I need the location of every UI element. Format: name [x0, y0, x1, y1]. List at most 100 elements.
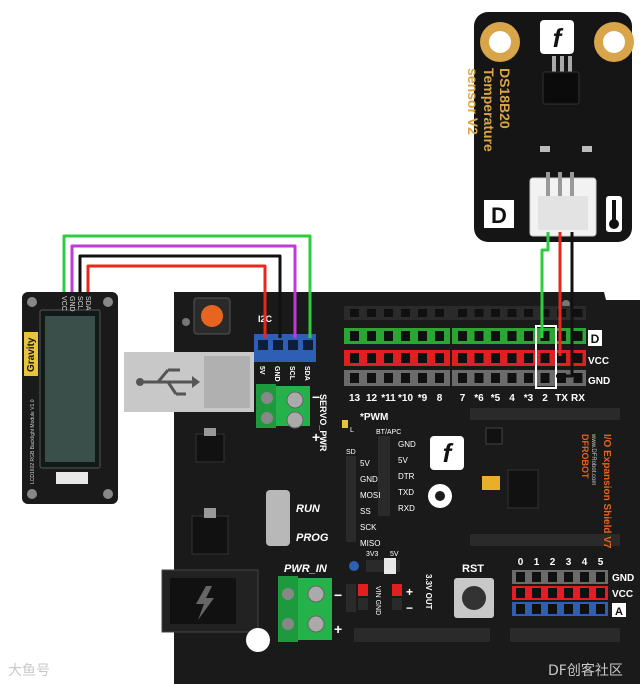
analog-port-label: A — [615, 606, 623, 618]
out-3v3-label: 3.3V OUT — [424, 574, 433, 610]
analog-pin-label: 2 — [550, 557, 556, 568]
servo-minus: − — [312, 389, 320, 405]
v3v3-label: 3V3 — [366, 551, 379, 558]
analog-row-signal — [512, 602, 608, 616]
digital-vcc-hole-11 — [540, 353, 550, 363]
bt-apc-label: BT/APC — [376, 429, 401, 436]
side-title: I/O Expansion Shield V7 — [601, 434, 612, 549]
digital-vcc-hole-2 — [384, 353, 393, 363]
digital-signal-hole-5 — [435, 331, 444, 341]
lcd1602-module: Gravity LCD1602 RGB Backlight Module V1.… — [22, 292, 118, 504]
digital-pin-label: 12 — [366, 393, 378, 404]
dfrobot-logo-icon — [540, 20, 574, 54]
digital-vcc-hole-9 — [507, 353, 517, 363]
analog-pin-label: 1 — [534, 557, 540, 568]
analog-vcc-hole-2 — [548, 588, 557, 598]
regulator-chip — [507, 469, 539, 509]
digital-socket-hole-4 — [418, 309, 427, 317]
digital-gnd-hole-6 — [458, 373, 467, 383]
capacitor — [482, 476, 500, 490]
digital-gnd-hole-7 — [474, 373, 484, 383]
digital-socket-hole-6 — [458, 309, 467, 317]
analog-port-badge — [612, 603, 626, 617]
analog-gnd-hole-3 — [564, 572, 573, 582]
analog-gnd-hole-2 — [548, 572, 557, 582]
lcd-brand-badge — [24, 332, 38, 376]
i2c-header — [254, 334, 316, 362]
sd-pin-ss: SS — [360, 507, 371, 516]
i2c-pin-scl: SCL — [288, 366, 295, 381]
digital-signal-hole-2 — [384, 331, 393, 341]
thermometer-icon — [606, 196, 622, 232]
digital-gnd-hole-3 — [401, 373, 410, 383]
digital-socket-hole-7 — [474, 309, 484, 317]
servo-power-terminal — [256, 384, 310, 429]
sd-header — [346, 456, 356, 542]
bt-pin-gnd: GND — [398, 440, 416, 449]
digital-gnd-hole-12 — [557, 373, 566, 383]
pwr-in-label: PWR_IN — [284, 563, 328, 575]
wire-sensor-signal — [540, 232, 550, 338]
digital-signal-hole-1 — [367, 331, 376, 341]
analog-pin-label: 3 — [566, 557, 572, 568]
digital-gnd-hole-10 — [524, 373, 533, 383]
digital-signal-hole-13 — [573, 331, 583, 341]
digital-signal-hole-0 — [350, 331, 359, 341]
i2c-pin-5v: 5V — [258, 366, 265, 375]
pwm-label: *PWM — [360, 412, 388, 423]
digital-vcc-hole-13 — [573, 353, 583, 363]
wire-lcd-scl — [70, 244, 297, 338]
i2c-pin-gnd: GND — [273, 366, 280, 382]
run-label: RUN — [296, 503, 321, 515]
voltage-regulator-2 — [191, 515, 229, 555]
digital-gnd-hole-4 — [418, 373, 427, 383]
analog-signal-hole-5 — [596, 604, 605, 614]
sd-pin-miso: MISO — [360, 539, 380, 548]
lower-socket-row — [470, 534, 620, 546]
i2c-pin-sda: SDA — [303, 366, 310, 381]
digital-pin-label: TX — [555, 393, 568, 404]
watermark-right: DF创客社区 — [548, 663, 623, 679]
digital-vcc-hole-8 — [491, 353, 500, 363]
wires — [62, 232, 574, 378]
shield-logo-icon — [430, 436, 464, 470]
analog-signal-hole-0 — [516, 604, 525, 614]
digital-vcc-hole-4 — [418, 353, 427, 363]
analog-gnd-hole-0 — [516, 572, 525, 582]
digital-signal-hole-3 — [401, 331, 410, 341]
digital-socket-hole-5 — [435, 309, 444, 317]
analog-signal-hole-1 — [532, 604, 541, 614]
digital-gnd-hole-9 — [507, 373, 517, 383]
digital-pin-label: *10 — [398, 393, 413, 404]
digital-row-vcc-right — [452, 350, 586, 366]
rst-label: RST — [462, 563, 484, 575]
digital-signal-hole-10 — [524, 331, 533, 341]
analog-pin-label: 0 — [518, 557, 524, 568]
digital-vcc-hole-10 — [524, 353, 533, 363]
usb-icon — [140, 368, 192, 396]
analog-gnd-hole-1 — [532, 572, 541, 582]
digital-gnd-label: GND — [588, 376, 610, 387]
digital-gnd-hole-0 — [350, 373, 359, 383]
sensor-title-line2: Temperature — [481, 68, 497, 152]
digital-socket-hole-0 — [350, 309, 359, 317]
digital-row-gnd-right — [452, 370, 586, 386]
digital-socket-hole-11 — [540, 309, 550, 317]
wire-lcd-vcc — [86, 264, 267, 338]
pin2-highlight-box — [535, 325, 557, 389]
digital-pin-label: RX — [571, 393, 585, 404]
digital-socket-hole-13 — [573, 309, 583, 317]
run-prog-switch — [266, 490, 290, 546]
small-ic — [485, 427, 503, 445]
digital-pin-label: 7 — [460, 393, 466, 404]
analog-signal-hole-2 — [548, 604, 557, 614]
l-led-label: L — [350, 427, 354, 434]
digital-socket-hole-1 — [367, 309, 376, 317]
sd-pin-sck: SCK — [360, 523, 377, 532]
digital-header — [344, 306, 586, 386]
digital-vcc-hole-5 — [435, 353, 444, 363]
digital-pin-label: *3 — [524, 393, 534, 404]
bt-pin-txd: TXD — [398, 488, 414, 497]
digital-pin-label: 4 — [509, 393, 515, 404]
